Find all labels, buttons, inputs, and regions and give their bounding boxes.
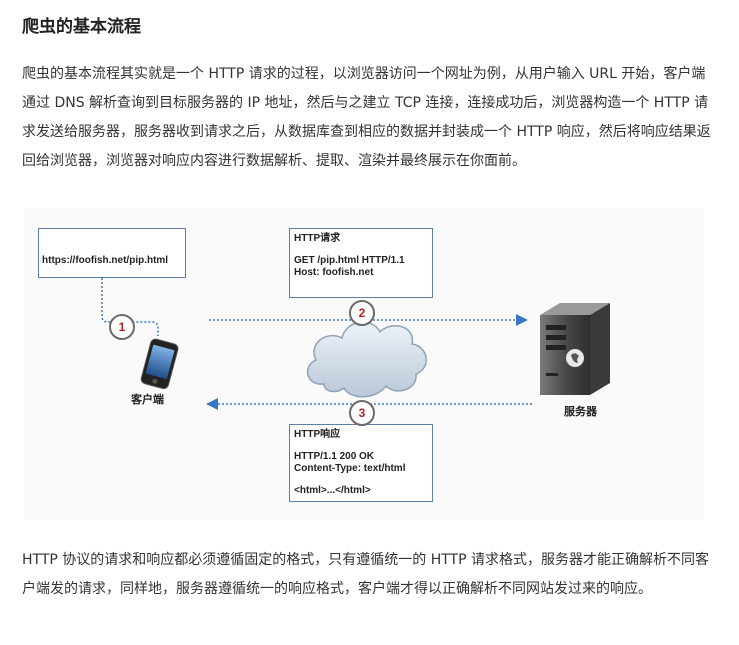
request-box: HTTP请求 GET /pip.html HTTP/1.1 Host: foof… — [289, 228, 433, 298]
step-2-badge: 2 — [349, 300, 375, 326]
response-arrow-head — [206, 398, 218, 410]
request-arrow-head — [516, 314, 528, 326]
response-line-3: <html>...</html> — [294, 485, 371, 496]
request-line-2: Host: foofish.net — [294, 267, 374, 278]
intro-paragraph: 爬虫的基本流程其实就是一个 HTTP 请求的过程，以浏览器访问一个网址为例，从用… — [22, 66, 711, 169]
request-line-1: GET /pip.html HTTP/1.1 — [294, 255, 405, 266]
step-1-badge: 1 — [109, 314, 135, 340]
section-heading: 爬虫的基本流程 — [22, 17, 141, 37]
response-line-2: Content-Type: text/html — [294, 463, 406, 474]
diagram-lines — [101, 278, 610, 410]
phone-icon — [140, 338, 179, 390]
step-3-badge: 3 — [349, 400, 375, 426]
client-label: 客户端 — [131, 394, 164, 406]
closing-paragraph: HTTP 协议的请求和响应都必须遵循固定的格式，只有遵循统一的 HTTP 请求格… — [22, 552, 710, 597]
response-box: HTTP响应 HTTP/1.1 200 OK Content-Type: tex… — [289, 424, 433, 502]
response-line-1: HTTP/1.1 200 OK — [294, 451, 375, 462]
request-title: HTTP请求 — [294, 233, 341, 244]
url-box: https://foofish.net/pip.html — [38, 228, 186, 278]
url-text: https://foofish.net/pip.html — [42, 255, 169, 266]
server-icon — [540, 303, 610, 395]
response-title: HTTP响应 — [294, 429, 341, 440]
http-flow-diagram: https://foofish.net/pip.html HTTP请求 GET … — [24, 208, 704, 520]
server-label: 服务器 — [564, 406, 597, 418]
cloud-icon — [306, 321, 427, 398]
